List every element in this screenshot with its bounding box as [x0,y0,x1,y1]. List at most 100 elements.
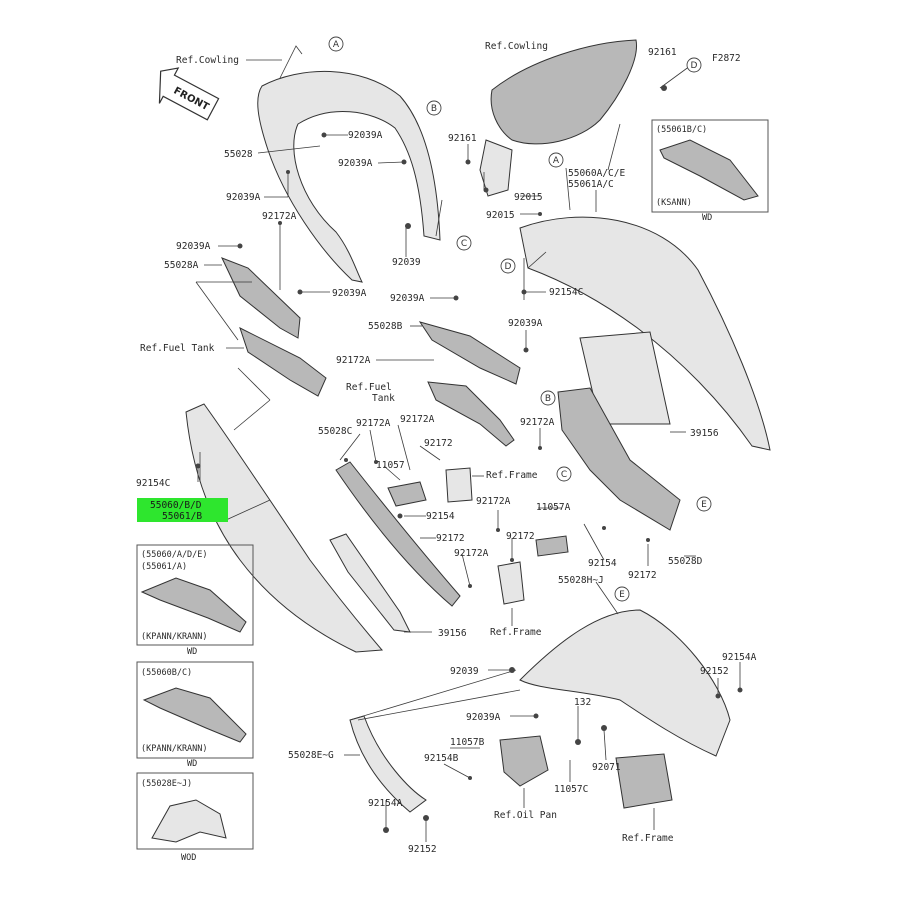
part-frame-mount-rubber-2 [497,561,525,605]
label-92071: 92071 [592,762,621,773]
label-ref-cowling-2: Ref.Cowling [485,41,548,52]
svg-text:B: B [545,394,551,404]
diagram-code: F2872 [712,53,741,64]
label-92172-4: 92172 [628,570,657,581]
svg-text:D: D [505,262,512,272]
part-55028h-belly-pan [519,609,731,757]
label-11057a: 11057A [536,502,571,513]
callout-b-1: B [426,100,442,116]
label-92039a-2: 92039A [338,158,373,169]
label-ref-frame-1: Ref.Frame [486,470,538,481]
label-92039a-3: 92039A [226,192,261,203]
label-92154c-1: 92154C [549,287,583,298]
part-55028e-lower-fairing [349,715,427,813]
label-92154a-1: 92154A [722,652,757,663]
label-92172a-4: 92172A [356,418,391,429]
part-55060-side-fairing [185,403,384,653]
label-92172a-7: 92172A [454,548,489,559]
highlight-box [137,498,228,522]
label-92039a-5: 92039A [332,288,367,299]
label-55028d: 55028D [668,556,703,567]
svg-text:E: E [619,590,625,600]
label-92039a-1: 92039A [348,130,383,141]
label-92154a-2: 92154A [368,798,403,809]
svg-text:(55060/A/D/E): (55060/A/D/E) [141,550,208,560]
highlight-label-line1: 55060/B/D [150,500,202,511]
part-frame-bracket-lower [615,753,673,809]
label-132: 132 [574,697,591,708]
part-thumbnail-55061bc [659,139,759,201]
svg-text:(KPANN/KRANN): (KPANN/KRANN) [141,632,208,642]
part-upper-right-bracket [479,139,513,197]
label-92172a-5: 92172A [400,414,435,425]
label-39156-1: 39156 [690,428,719,439]
part-inner-bracket-left [239,327,327,397]
part-thumbnail-55028e [151,799,227,843]
callout-d-1: D [686,57,702,73]
fasteners [195,85,743,833]
label-92161-1: 92161 [448,133,477,144]
front-arrow-icon: FRONT [158,67,220,121]
label-92172a-3: 92172A [520,417,555,428]
label-ref-oil-pan: Ref.Oil Pan [494,810,557,821]
label-ref-frame-2: Ref.Frame [490,627,542,638]
label-92015-1: 92015 [514,192,543,203]
inset-box-55061bc: (55061B/C) (KSANN) WD [651,119,769,223]
svg-text:WD: WD [187,647,197,657]
callout-d-2: D [500,258,516,274]
svg-text:WD: WD [187,759,197,769]
callout-c-1: C [456,235,472,251]
part-inner-frame-right [557,387,681,531]
svg-text:B: B [431,104,437,114]
svg-text:C: C [461,239,467,249]
svg-text:A: A [553,156,560,166]
label-92152-2: 92152 [408,844,437,855]
label-92154-2: 92154 [588,558,617,569]
inset-box-55060-a-d-e: (55060/A/D/E) (55061/A) (KPANN/KRANN) WD [136,544,254,657]
label-92172a-6: 92172A [476,496,511,507]
label-55028b: 55028B [368,321,403,332]
svg-text:A: A [333,40,340,50]
label-92039: 92039 [392,257,421,268]
label-92039a-8: 92039A [466,712,501,723]
label-55028a: 55028A [164,260,199,271]
svg-text:(55061B/C): (55061B/C) [656,125,707,135]
label-92154c-2: 92154C [136,478,170,489]
label-55028: 55028 [224,149,253,160]
part-55028-upper-cowl [257,45,441,283]
inset-box-55060bc: (55060B/C) (KPANN/KRANN) WD [136,661,254,769]
label-11057c: 11057C [554,784,588,795]
svg-text:(KPANN/KRANN): (KPANN/KRANN) [141,744,208,754]
label-11057: 11057 [376,460,405,471]
callout-c-2: C [556,466,572,482]
label-39156-2: 39156 [438,628,467,639]
svg-text:D: D [691,61,698,71]
label-ref-frame-3: Ref.Frame [622,833,674,844]
label-92172a-1: 92172A [262,211,297,222]
svg-text:E: E [701,500,707,510]
label-55061a: 55061A/C [568,179,614,190]
callout-e-2: E [614,586,630,602]
label-11057b: 11057B [450,737,485,748]
inset-box-55028e-j: (55028E~J) WOD [136,772,254,863]
highlight-label-line2: 55061/B [162,511,203,522]
label-92039a-4: 92039A [176,241,211,252]
svg-text:(55061/A): (55061/A) [141,562,187,572]
label-92039a-6: 92039A [390,293,425,304]
label-92172-2: 92172 [506,531,535,542]
label-ref-fuel: Ref.Fuel [346,382,392,393]
callout-e-1: E [696,496,712,512]
svg-text:(55028E~J): (55028E~J) [141,779,192,789]
part-55028c-inner-panel [335,461,461,607]
label-92154-1: 92154 [426,511,455,522]
label-92039-2: 92039 [450,666,479,677]
svg-text:(55060B/C): (55060B/C) [141,668,192,678]
label-92154b: 92154B [424,753,459,764]
callout-b-2: B [540,390,556,406]
label-55028e-g: 55028E~G [288,750,334,761]
part-55028b-panel [418,321,521,385]
part-fuel-tank-bracket [427,381,515,447]
svg-text:C: C [561,470,567,480]
label-55060a: 55060A/C/E [568,168,625,179]
part-55028a-panel [221,257,301,339]
